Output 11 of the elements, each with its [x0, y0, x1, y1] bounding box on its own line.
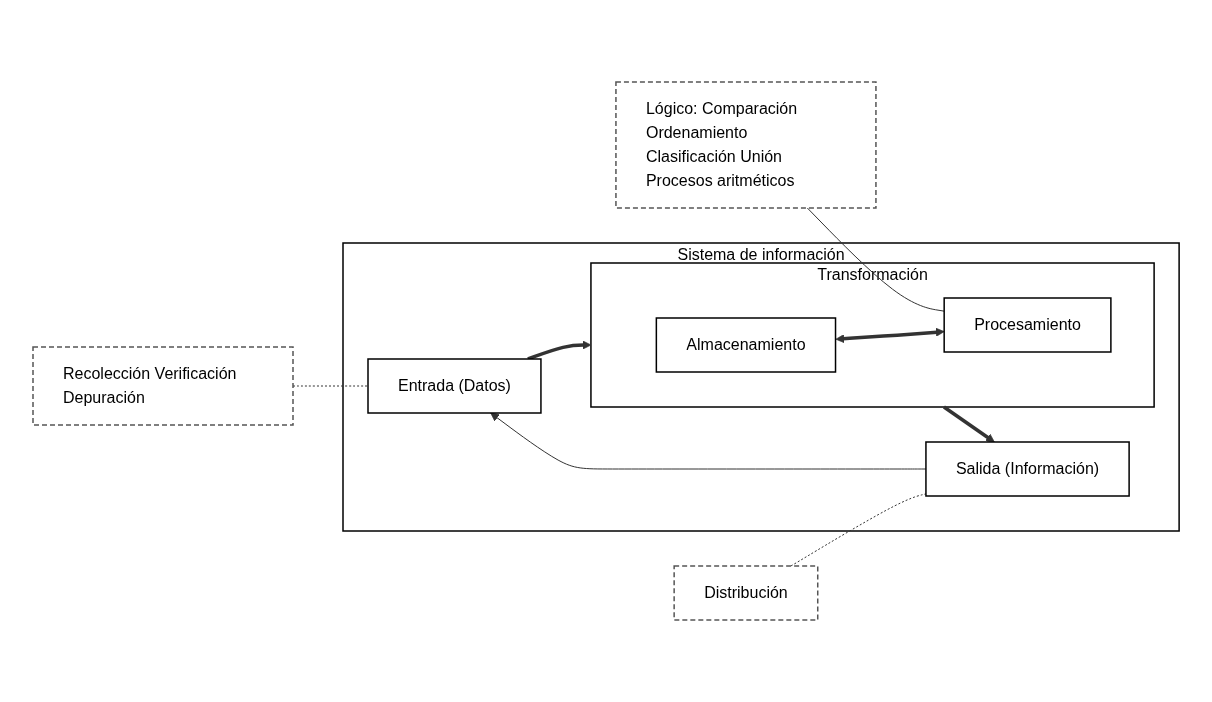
arrow: [527, 340, 592, 361]
connector: [806, 207, 945, 312]
node-box: Almacenamiento: [655, 317, 837, 373]
node-box: Procesamiento: [943, 297, 1112, 353]
arrow: [942, 405, 995, 443]
node-box: Recolección Verificación Depuración: [32, 346, 294, 426]
arrow: [835, 327, 945, 344]
node-box: Lógico: Comparación Ordenamiento Clasificación Unión Procesos aritméticos: [615, 81, 877, 209]
node-box: Salida (Información): [925, 441, 1130, 497]
node-box: Distribución: [673, 565, 819, 621]
node-box: Entrada (Datos): [367, 358, 542, 414]
